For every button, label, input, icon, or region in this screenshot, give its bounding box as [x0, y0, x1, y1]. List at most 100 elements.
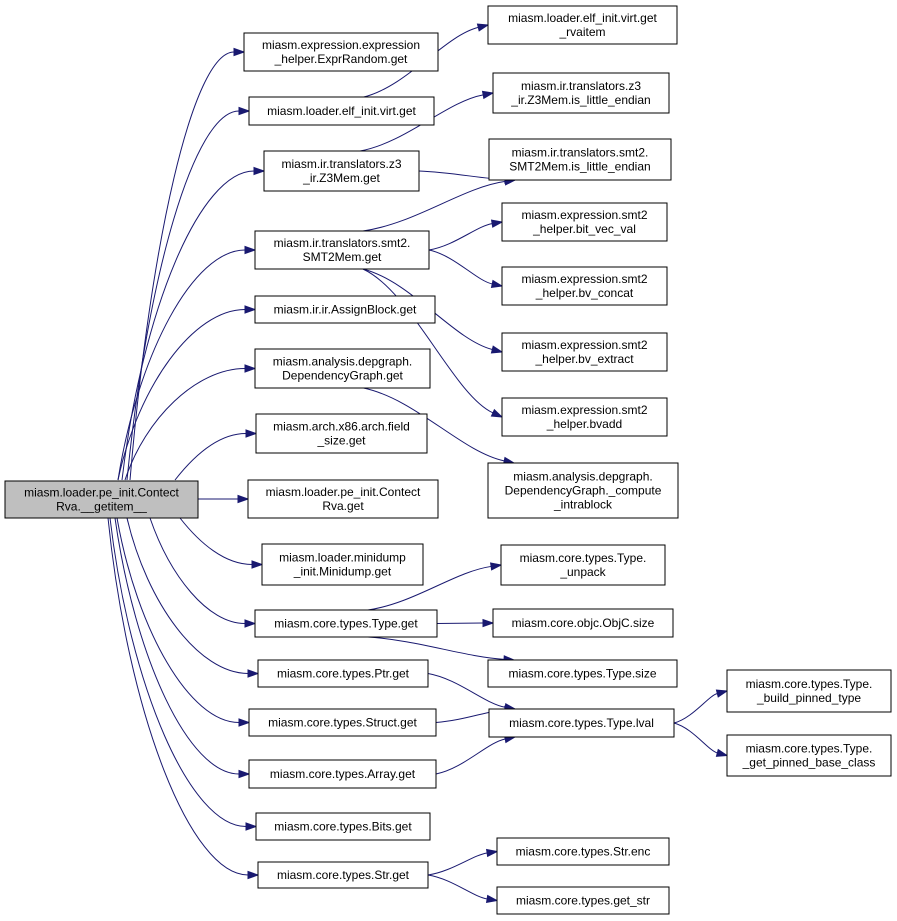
node-bit-vec-val[interactable]: miasm.expression.smt2_helper.bit_vec_val	[501, 202, 668, 242]
node-z3mem-little-endian[interactable]: miasm.ir.translators.z3_ir.Z3Mem.is_litt…	[492, 72, 670, 114]
node-label: miasm.core.types.Type.	[520, 551, 647, 565]
edge-root-to-minidump_get	[179, 517, 264, 569]
node-root[interactable]: miasm.loader.pe_init.ContectRva.__getite…	[4, 480, 199, 519]
node-box	[255, 413, 428, 454]
node-smt2mem-little-endian[interactable]: miasm.ir.translators.smt2.SMT2Mem.is_lit…	[488, 138, 672, 181]
node-box	[496, 837, 670, 866]
node-z3mem-get[interactable]: miasm.ir.translators.z3_ir.Z3Mem.get	[263, 150, 420, 192]
node-bits-get[interactable]: miasm.core.types.Bits.get	[255, 812, 431, 841]
edge-line	[367, 565, 492, 611]
arrowhead-icon	[715, 748, 729, 757]
arrowhead-icon	[245, 429, 258, 438]
node-label: Rva.__getitem__	[56, 500, 147, 514]
node-label: miasm.loader.elf_init.virt.get	[508, 11, 657, 25]
arrowhead-icon	[244, 305, 257, 314]
edge-line	[174, 433, 247, 481]
node-get-str[interactable]: miasm.core.types.get_str	[496, 886, 670, 915]
node-build-pinned-type[interactable]: miasm.core.types.Type._build_pinned_type	[726, 669, 892, 713]
node-layer: miasm.loader.pe_init.ContectRva.__getite…	[4, 5, 892, 915]
node-minidump-get[interactable]: miasm.loader.minidump_init.Minidump.get	[261, 543, 424, 586]
edge-line	[114, 517, 240, 775]
node-box	[501, 202, 668, 242]
edge-line	[362, 180, 506, 232]
node-smt2mem-get[interactable]: miasm.ir.translators.smt2.SMT2Mem.get	[254, 230, 430, 270]
node-label: miasm.ir.translators.smt2.	[512, 146, 649, 160]
edge-root-to-depgraph_get	[124, 364, 257, 481]
node-label: miasm.ir.translators.z3	[281, 157, 401, 171]
arrowhead-icon	[481, 90, 495, 100]
node-depgraph-get[interactable]: miasm.analysis.depgraph.DependencyGraph.…	[254, 348, 431, 389]
node-field-size-get[interactable]: miasm.arch.x86.arch.field_size.get	[255, 413, 428, 454]
node-type-unpack[interactable]: miasm.core.types.Type._unpack	[500, 544, 666, 586]
node-virt-get-rvaitem[interactable]: miasm.loader.elf_init.virt.get_rvaitem	[487, 5, 678, 45]
edge-root-to-smt2mem_get	[117, 245, 257, 481]
arrowhead-icon	[233, 47, 246, 57]
node-label: SMT2Mem.get	[303, 250, 382, 264]
node-label: SMT2Mem.is_little_endian	[509, 160, 650, 174]
node-objc-size[interactable]: miasm.core.objc.ObjC.size	[492, 608, 674, 638]
edge-root-to-exprrandom_get	[129, 47, 246, 481]
node-label: miasm.loader.pe_init.Contect	[266, 485, 421, 499]
node-type-size[interactable]: miasm.core.types.Type.size	[487, 659, 678, 688]
node-assignblock-get[interactable]: miasm.ir.ir.AssignBlock.get	[254, 295, 436, 324]
edge-line	[435, 738, 506, 775]
node-str-get[interactable]: miasm.core.types.Str.get	[257, 861, 429, 889]
node-label: miasm.core.types.Type.size	[508, 667, 656, 681]
edge-line	[149, 517, 246, 624]
node-label: _get_pinned_base_class	[742, 756, 876, 770]
node-ptr-get[interactable]: miasm.core.types.Ptr.get	[257, 659, 429, 688]
node-label: _helper.bvadd	[546, 417, 622, 431]
node-exprrandom-get[interactable]: miasm.expression.expression_helper.ExprR…	[243, 32, 439, 72]
edge-type_get-to-objc_size	[436, 618, 495, 628]
node-label: _helper.ExprRandom.get	[274, 52, 408, 66]
node-virt-get[interactable]: miasm.loader.elf_init.virt.get	[248, 96, 435, 126]
edge-line	[124, 368, 246, 481]
node-bv-concat[interactable]: miasm.expression.smt2_helper.bv_concat	[501, 266, 668, 306]
arrowhead-icon	[490, 219, 504, 228]
node-bvadd[interactable]: miasm.expression.smt2_helper.bvadd	[501, 397, 668, 437]
node-box	[487, 5, 678, 45]
edge-array_get-to-type_lval	[435, 734, 517, 775]
arrowhead-icon	[238, 106, 251, 116]
node-struct-get[interactable]: miasm.core.types.Struct.get	[248, 708, 437, 737]
node-label: miasm.expression.smt2	[521, 272, 647, 286]
node-compute-intrablock[interactable]: miasm.analysis.depgraph.DependencyGraph.…	[487, 462, 679, 519]
node-label: DependencyGraph.get	[282, 369, 403, 383]
node-label: _size.get	[316, 434, 366, 448]
node-str-enc[interactable]: miasm.core.types.Str.enc	[496, 837, 670, 866]
node-label: miasm.core.types.Type.get	[274, 617, 418, 631]
edge-root-to-array_get	[114, 517, 251, 779]
node-label: miasm.loader.elf_init.virt.get	[267, 104, 416, 118]
node-label: miasm.analysis.depgraph.	[513, 470, 652, 484]
edge-line	[367, 636, 505, 660]
edge-str_get-to-get_str	[427, 874, 499, 904]
arrowhead-icon	[253, 166, 266, 176]
edge-line	[363, 387, 505, 462]
node-array-get[interactable]: miasm.core.types.Array.get	[248, 759, 437, 789]
arrowhead-icon	[486, 848, 499, 858]
edge-line	[116, 517, 240, 723]
edge-type_lval-to-build_pinned_type	[673, 689, 729, 724]
node-label: _init.Minidump.get	[293, 565, 392, 579]
node-label: miasm.loader.pe_init.Contect	[24, 486, 179, 500]
node-box	[248, 759, 437, 789]
node-get-pinned-base-class[interactable]: miasm.core.types.Type._get_pinned_base_c…	[726, 734, 892, 777]
node-box	[488, 708, 675, 738]
node-label: _build_pinned_type	[756, 691, 861, 705]
edge-line	[427, 673, 506, 708]
edge-line	[673, 722, 718, 754]
node-type-lval[interactable]: miasm.core.types.Type.lval	[488, 708, 675, 738]
node-bv-extract[interactable]: miasm.expression.smt2_helper.bv_extract	[501, 332, 668, 372]
node-label: miasm.loader.minidump	[279, 551, 406, 565]
node-label: miasm.expression.expression	[262, 38, 420, 52]
node-label: miasm.core.types.Type.	[746, 677, 873, 691]
node-box	[496, 886, 670, 915]
node-type-get[interactable]: miasm.core.types.Type.get	[254, 609, 438, 638]
node-label: Rva.get	[322, 499, 364, 513]
node-label: miasm.expression.smt2	[521, 338, 647, 352]
edge-line	[428, 249, 493, 285]
node-label: miasm.core.types.Bits.get	[274, 820, 412, 834]
node-label: miasm.arch.x86.arch.field	[273, 420, 410, 434]
